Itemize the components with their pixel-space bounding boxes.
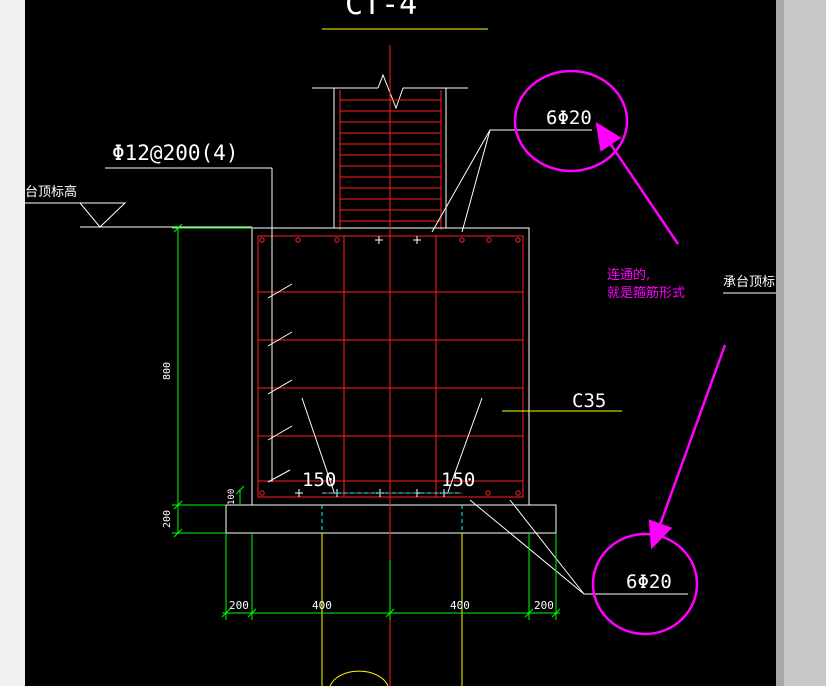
left-margin	[0, 0, 25, 686]
markup-circle-bottom	[591, 532, 699, 636]
top-rebar-dots	[259, 237, 521, 496]
cover-leaders	[301, 397, 483, 493]
top-bars-leaders	[431, 129, 592, 233]
cover-right-label: 150	[441, 469, 475, 491]
pile-outlines	[321, 492, 463, 533]
elevation-triangle-left	[78, 202, 127, 228]
vertical-scrollbar[interactable]	[776, 0, 784, 686]
horizontal-dimensions	[221, 533, 561, 620]
bottom-bars-label: 6Φ20	[626, 571, 672, 593]
markup-note-line2: 就是箍筋形式	[607, 285, 685, 301]
dim-bottom-4: 200	[534, 599, 554, 612]
pile-circle	[329, 670, 389, 686]
dim-bottom-3: 400	[450, 599, 470, 612]
markup-arrow-up	[595, 121, 680, 245]
concrete-grade-label: C35	[572, 390, 606, 412]
stirrup-leader	[105, 167, 293, 483]
bottom-bars-leaders	[469, 499, 688, 595]
dim-height-label: 800	[162, 362, 173, 380]
pile-lines	[321, 533, 463, 686]
dim-bottom-2: 400	[312, 599, 332, 612]
drawing-title: CT-4	[345, 0, 417, 22]
cushion-layer	[225, 504, 557, 534]
dim-bottom-layer-label: 100	[227, 489, 237, 505]
dim-bottom-1: 200	[229, 599, 249, 612]
right-margin	[776, 0, 826, 686]
cap-top-elevation-left: 台顶标高	[25, 184, 77, 200]
dim-cushion-label: 200	[162, 510, 173, 528]
drawing-canvas[interactable]: CT-4	[25, 0, 776, 686]
stirrup-spec-label: Φ12@200(4)	[112, 141, 238, 165]
vertical-dimensions	[172, 223, 252, 538]
cover-left-label: 150	[302, 469, 336, 491]
markup-note-line1: 连通的,	[607, 267, 650, 283]
cap-top-elevation-right: 承台顶标高	[723, 274, 776, 290]
top-bars-label: 6Φ20	[546, 107, 592, 129]
markup-circle-top	[513, 69, 629, 173]
rebar-crosses	[295, 236, 448, 497]
markup-arrow-down	[648, 344, 727, 550]
foundation-section-drawing: CT-4	[25, 0, 776, 686]
